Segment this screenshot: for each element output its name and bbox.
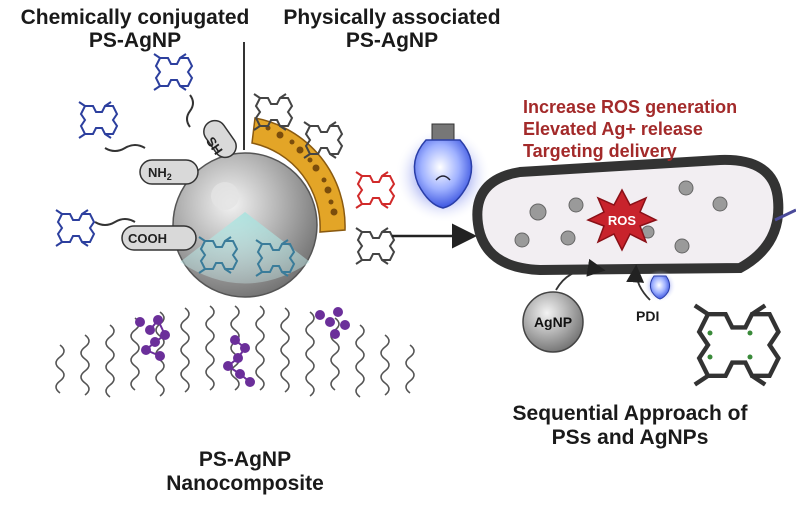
chem-conjugated-title: Chemically conjugated PS-AgNP — [0, 6, 270, 52]
benefit-ag-release: Elevated Ag+ release — [523, 119, 703, 139]
benefits-list: Increase ROS generation Elevated Ag+ rel… — [523, 96, 737, 162]
porphyrin-nitrogen-marks — [707, 330, 753, 360]
light-bulb — [395, 123, 491, 223]
nanocomposite-line1: PS-AgNP — [198, 448, 292, 471]
ps-red-1 — [355, 171, 395, 209]
pdi-label: PDI — [636, 308, 660, 324]
agnp-sphere — [522, 291, 584, 353]
linker-sh — [186, 94, 237, 159]
sequential-line2: PSs and AgNPs — [551, 426, 709, 449]
ros-star — [586, 188, 658, 252]
small-bulb — [649, 275, 671, 300]
nanocomposite-title: PS-AgNP Nanocomposite — [110, 448, 380, 496]
pdi-arrow — [626, 264, 651, 301]
ps-blue-1 — [153, 53, 193, 91]
ps-blue-group — [55, 53, 193, 247]
benefit-ros: Increase ROS generation — [523, 97, 738, 117]
linker-nh2-label: NH2 — [148, 165, 172, 182]
lipid-fan — [30, 280, 470, 455]
chem-title-line1: Chemically conjugated — [20, 6, 250, 29]
large-porphyrin — [695, 305, 779, 384]
linker-nh2 — [104, 144, 199, 185]
agnp-label: AgNP — [534, 314, 572, 330]
linker-cooh-label: COOH — [128, 231, 167, 246]
ps-dark-2 — [303, 121, 343, 159]
agnp-arrow — [555, 258, 606, 291]
ps-dark-3 — [355, 227, 395, 265]
ps-blue-3 — [55, 209, 95, 247]
sequential-title: Sequential Approach of PSs and AgNPs — [470, 402, 790, 450]
phys-associated-title: Physically associated PS-AgNP — [262, 6, 522, 52]
agnp-highlight — [211, 182, 239, 210]
chem-title-line2: PS-AgNP — [88, 29, 182, 52]
ps-blue-2 — [78, 101, 118, 139]
nanocomposite-line2: Nanocomposite — [166, 472, 324, 495]
bacterial-cell: ROS — [472, 154, 796, 276]
ros-label: ROS — [608, 213, 637, 228]
linker-cooh — [94, 218, 197, 251]
benefit-targeting: Targeting delivery — [523, 141, 677, 161]
phys-title-line2: PS-AgNP — [345, 29, 439, 52]
sequential-line1: Sequential Approach of — [512, 402, 748, 425]
phys-title-line1: Physically associated — [283, 6, 501, 29]
